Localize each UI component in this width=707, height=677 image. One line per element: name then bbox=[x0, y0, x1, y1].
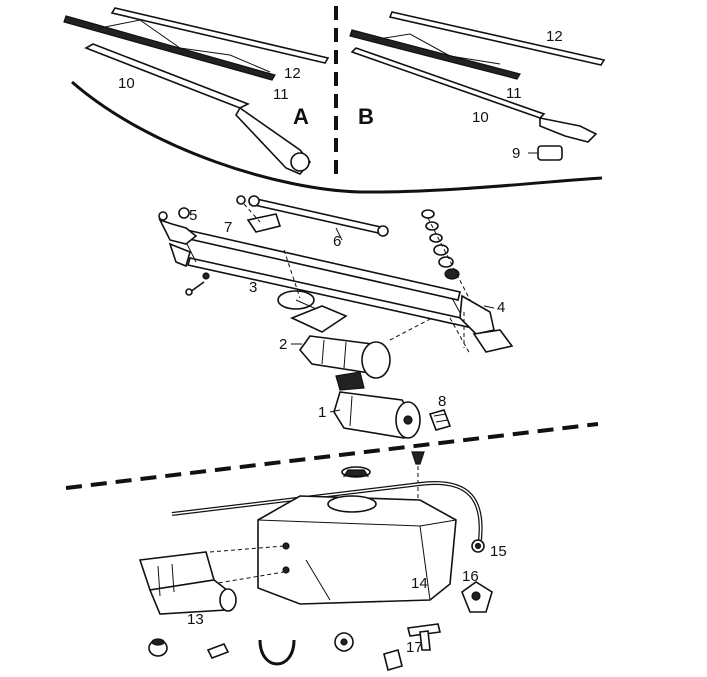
wiper-motor-2 bbox=[289, 305, 391, 391]
frame-bolts bbox=[185, 272, 210, 296]
nut-part bbox=[383, 649, 403, 671]
variant-a-letter: A bbox=[293, 104, 309, 129]
bracket-7 bbox=[236, 195, 282, 233]
label-7: 7 bbox=[224, 219, 232, 236]
arm-b-10 bbox=[350, 47, 546, 119]
washer-reservoir-14 bbox=[209, 495, 457, 605]
t-piece-17 bbox=[407, 623, 441, 651]
windscreen-curve bbox=[71, 80, 603, 194]
blade-b-12 bbox=[388, 11, 606, 66]
label-2: 2 bbox=[279, 336, 287, 353]
part-8-bush bbox=[428, 409, 452, 431]
variant-a-wiper: 10 11 12 A bbox=[63, 7, 330, 175]
pivot-4-right bbox=[421, 209, 514, 355]
reservoir-cap bbox=[341, 466, 371, 478]
washer-assembly: 13 14 15 16 17 bbox=[138, 451, 507, 671]
label-a-12: 12 bbox=[284, 65, 301, 82]
label-b-11: 11 bbox=[506, 85, 522, 102]
label-6: 6 bbox=[333, 233, 341, 250]
label-3: 3 bbox=[249, 279, 257, 296]
washer-jet-16 bbox=[461, 581, 493, 613]
label-b-10: 10 bbox=[472, 109, 489, 126]
label-a-10: 10 bbox=[118, 75, 135, 92]
label-13: 13 bbox=[187, 611, 204, 628]
variant-b-wiper: 9 10 11 12 B bbox=[349, 11, 606, 162]
label-5: 5 bbox=[189, 207, 197, 224]
label-b-12: 12 bbox=[546, 28, 563, 45]
blade-a-12 bbox=[110, 7, 330, 64]
section-dividers bbox=[65, 6, 603, 490]
round-grommet-part bbox=[334, 632, 354, 652]
label-17: 17 bbox=[406, 639, 423, 656]
arm-a-10 bbox=[84, 43, 250, 109]
blade-holder-a-11 bbox=[63, 15, 276, 81]
part-9-clip bbox=[528, 145, 563, 161]
motor-housing-1 bbox=[333, 391, 421, 439]
hose-bracket-part bbox=[258, 639, 296, 666]
hose-connector bbox=[411, 451, 425, 504]
clip-part bbox=[206, 642, 230, 660]
divider-horizontal bbox=[65, 422, 599, 490]
loose-small-parts bbox=[148, 632, 403, 671]
blade-holder-b-11 bbox=[349, 29, 521, 80]
label-1: 1 bbox=[318, 404, 326, 421]
wiper-linkage-assembly: 1 2 3 4 5 6 7 8 bbox=[158, 195, 514, 439]
label-4: 4 bbox=[497, 299, 505, 316]
label-8: 8 bbox=[438, 393, 446, 410]
pivot-5-left bbox=[158, 207, 198, 268]
part-15-fitting bbox=[471, 539, 485, 553]
label-a-11: 11 bbox=[273, 86, 289, 103]
label-14: 14 bbox=[411, 575, 428, 592]
washer-pump-13 bbox=[138, 551, 237, 615]
grommet-part bbox=[148, 638, 168, 657]
label-b-9: 9 bbox=[512, 145, 520, 162]
variant-b-letter: B bbox=[358, 104, 374, 129]
label-15: 15 bbox=[490, 543, 507, 560]
label-16: 16 bbox=[462, 568, 479, 585]
